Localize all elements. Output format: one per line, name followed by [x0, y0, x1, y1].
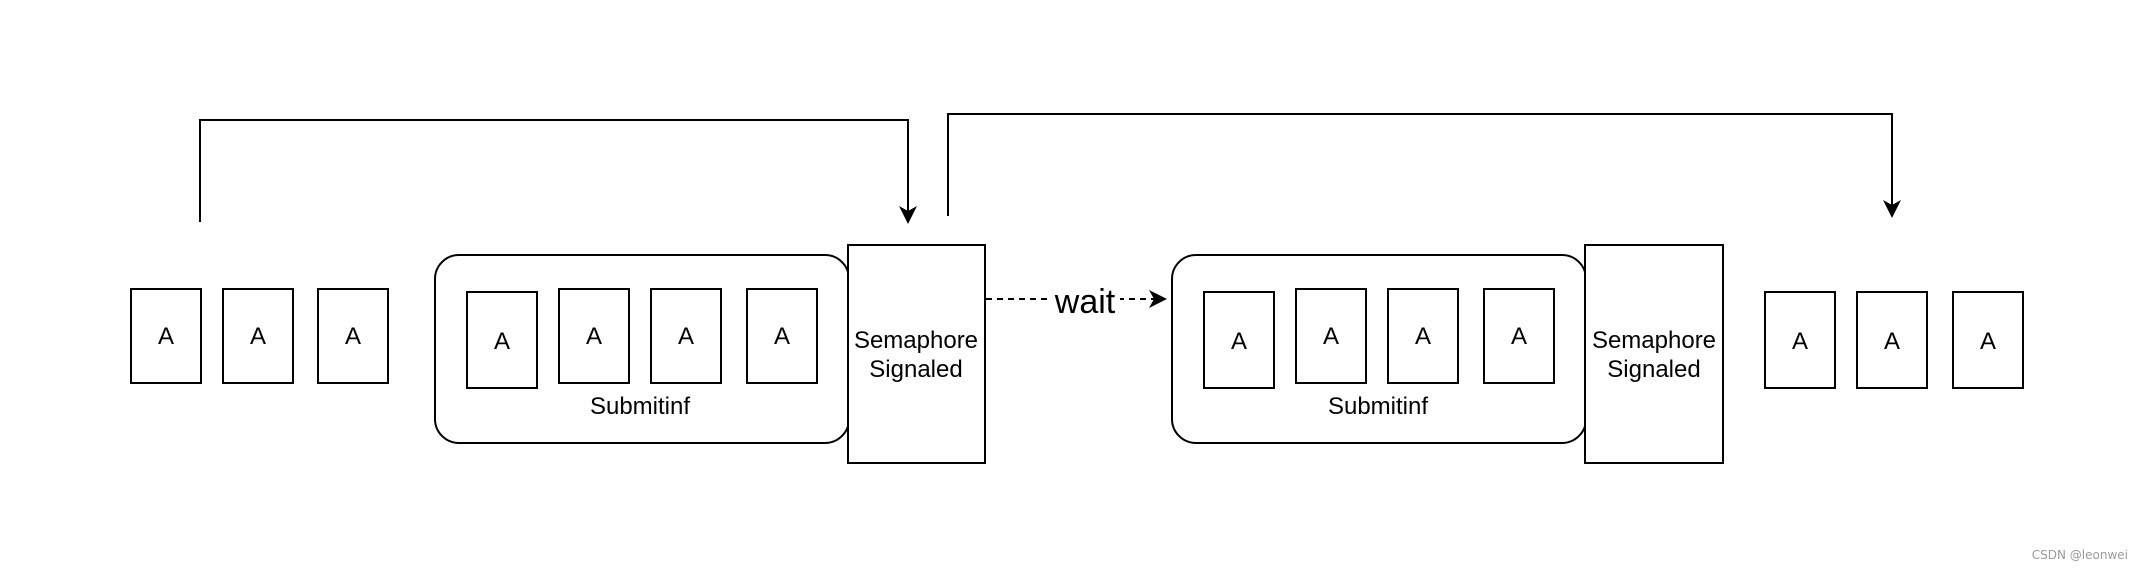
group-item: A	[466, 291, 538, 389]
semaphore-signaled-2: Semaphore Signaled	[1584, 244, 1724, 464]
semaphore-label-line1: Semaphore	[854, 327, 978, 354]
queue-item-label: A	[250, 323, 266, 350]
arrow-left-queue-to-semaphore1	[199, 119, 917, 224]
queue-item-label: A	[1884, 328, 1900, 355]
group-item-label: A	[1511, 323, 1527, 350]
group-item: A	[650, 288, 722, 384]
queue-item-label: A	[158, 323, 174, 350]
queue-item: A	[130, 288, 202, 384]
queue-item: A	[1856, 291, 1928, 389]
left-queue: A A A	[130, 288, 389, 384]
queue-item-label: A	[1792, 328, 1808, 355]
group-item: A	[746, 288, 818, 384]
queue-item: A	[1764, 291, 1836, 389]
group-label: Submitinf	[1328, 393, 1428, 420]
semaphore-signaled-1: Semaphore Signaled	[847, 244, 986, 464]
group-item-label: A	[586, 323, 602, 350]
semaphore-label-line2: Signaled	[1607, 356, 1700, 383]
wait-label: wait	[1054, 283, 1116, 321]
queue-item: A	[222, 288, 294, 384]
queue-item-label: A	[345, 323, 361, 350]
group-item-label: A	[774, 323, 790, 350]
watermark: CSDN @leonwei	[2031, 548, 2128, 562]
queue-item: A	[317, 288, 389, 384]
group-item: A	[1483, 288, 1555, 384]
submit-group-2: A A A A Submitinf	[1171, 254, 1587, 444]
group-item-label: A	[494, 328, 510, 355]
queue-item-label: A	[1980, 328, 1996, 355]
group-item-label: A	[678, 323, 694, 350]
group-label: Submitinf	[590, 393, 690, 420]
queue-item: A	[1952, 291, 2024, 389]
semaphore-label-line1: Semaphore	[1592, 327, 1716, 354]
group-item: A	[1295, 288, 1367, 384]
semaphore-label-line2: Signaled	[869, 356, 962, 383]
group-item: A	[1203, 291, 1275, 389]
submit-group-1: A A A A Submitinf	[434, 254, 850, 444]
group-item: A	[1387, 288, 1459, 384]
wait-connector: wait	[986, 280, 1167, 321]
group-item: A	[558, 288, 630, 384]
arrow-semaphore1-to-right-queue	[947, 113, 1901, 218]
group-item-label: A	[1415, 323, 1431, 350]
group-item-label: A	[1231, 328, 1247, 355]
right-queue: A A A	[1764, 291, 2024, 389]
group-item-label: A	[1323, 323, 1339, 350]
